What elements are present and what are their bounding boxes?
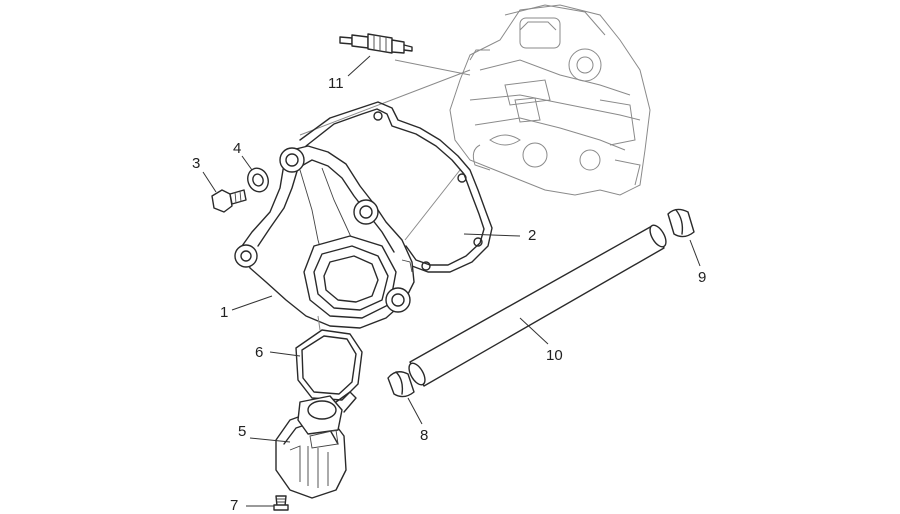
hose-clamp-8 (387, 371, 415, 398)
washer-4 (247, 167, 269, 193)
callout-7: 7 (230, 497, 238, 514)
breather-hose (408, 224, 667, 387)
callout-11: 11 (328, 75, 344, 92)
valve-cover (234, 145, 415, 329)
callout-2: 2 (528, 227, 536, 244)
projection-line (317, 315, 321, 331)
callout-6: 6 (255, 344, 263, 361)
valve-cover-gasket (299, 101, 493, 273)
projection-line (404, 169, 461, 241)
callout-10: 10 (546, 347, 563, 364)
callout-4: 4 (233, 140, 241, 157)
callout-9: 9 (698, 269, 706, 286)
callout-3: 3 (192, 155, 200, 172)
callout-8: 8 (420, 427, 428, 444)
breather-gasket (295, 329, 363, 401)
spark-plug (339, 33, 413, 54)
hose-clamp-9 (667, 208, 695, 238)
screw-7 (273, 495, 289, 511)
callout-5: 5 (238, 423, 246, 440)
breather-cover (275, 391, 357, 499)
callout-1: 1 (220, 304, 228, 321)
leader-lines (202, 55, 701, 507)
projection-line (394, 59, 471, 76)
cylinder-head-ghost (449, 4, 651, 196)
bolt-3 (211, 189, 247, 213)
projection-line (299, 69, 471, 136)
